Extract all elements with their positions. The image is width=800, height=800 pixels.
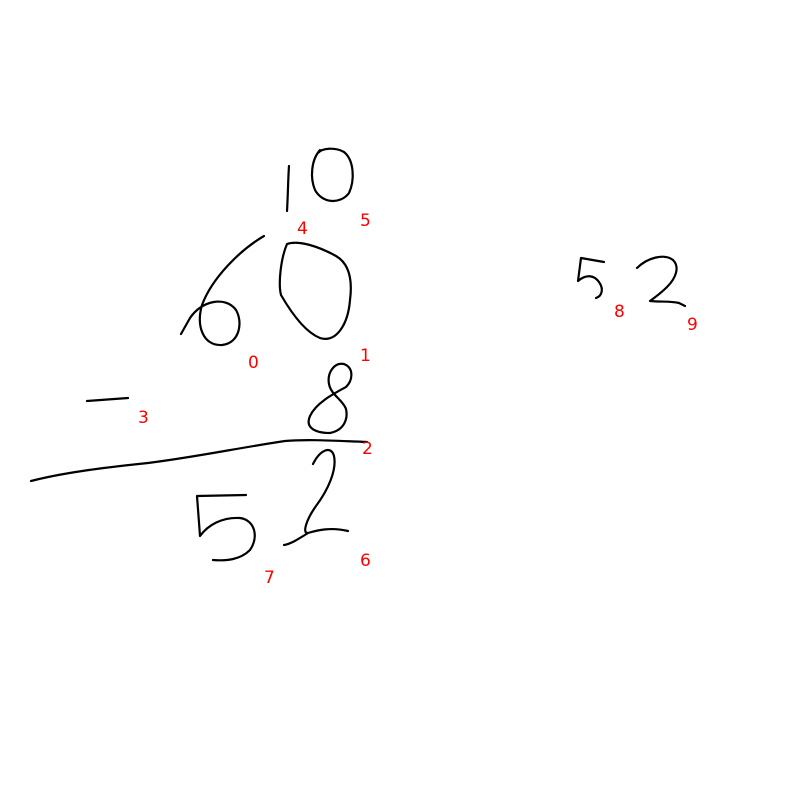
stroke-label-7: 7: [264, 568, 275, 588]
stroke-1[interactable]: [278, 241, 352, 340]
stroke-8-middle-digit[interactable]: [307, 362, 353, 435]
stroke-3[interactable]: [85, 396, 130, 403]
stroke-9[interactable]: [635, 255, 687, 308]
stroke-0[interactable]: [179, 234, 266, 347]
stroke-4[interactable]: [285, 164, 291, 213]
stroke-label-4: 4: [297, 219, 308, 239]
stroke-8[interactable]: [576, 256, 606, 300]
stroke-label-8: 8: [614, 302, 625, 322]
stroke-label-1: 1: [360, 346, 371, 366]
stroke-label-5: 5: [360, 211, 371, 231]
stroke-6[interactable]: [282, 448, 350, 547]
stroke-label-2: 2: [362, 439, 373, 459]
stroke-label-9: 9: [687, 315, 698, 335]
stroke-label-0: 0: [248, 353, 259, 373]
stroke-label-6: 6: [360, 551, 371, 571]
stroke-2[interactable]: [29, 439, 369, 483]
stroke-5[interactable]: [310, 147, 354, 202]
stroke-7[interactable]: [195, 493, 256, 562]
stroke-label-3: 3: [138, 408, 149, 428]
